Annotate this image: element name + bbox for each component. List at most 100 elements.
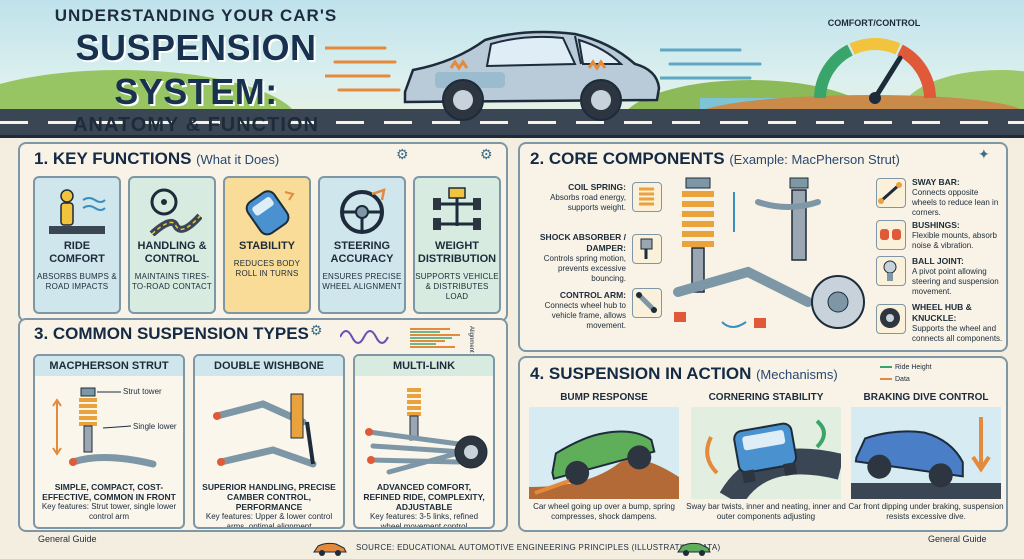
type-features: Key features: Upper & lower control arms…	[205, 512, 333, 529]
components-heading: 2. CORE COMPONENTS	[530, 149, 725, 168]
component-desc: Absorbs road energy, supports weight.	[550, 193, 626, 212]
component-name: SHOCK ABSORBER / DAMPER:	[539, 232, 626, 253]
action-legend: Ride Height Data	[880, 362, 932, 386]
component-desc: Supports the wheel and connects all comp…	[912, 324, 1003, 343]
car-tilt-icon	[245, 190, 295, 236]
component-name: SWAY BAR:	[912, 177, 960, 187]
gear-icon: ⚙	[310, 322, 323, 338]
cornering-illustration	[691, 407, 845, 507]
action-item-title: BUMP RESPONSE	[560, 392, 648, 403]
component-name: WHEEL HUB & KNUCKLE:	[912, 302, 972, 323]
left-footer-note: General Guide	[38, 534, 97, 544]
type-card-macpherson: MACPHERSON STRUT Strut tower Single lowe…	[33, 354, 185, 529]
type-name: DOUBLE WISHBONE	[195, 356, 343, 376]
steering-wheel-icon	[340, 188, 386, 234]
component-wheel-hub: WHEEL HUB & KNUCKLE: Supports the wheel …	[912, 302, 1004, 344]
type-name: MACPHERSON STRUT	[35, 356, 183, 376]
component-name: CONTROL ARM:	[559, 290, 626, 300]
road	[0, 109, 1024, 135]
component-coil-spring: COIL SPRING: Absorbs road energy, suppor…	[530, 182, 626, 213]
function-title: HANDLING & CONTROL	[137, 240, 207, 265]
action-braking-dive: BRAKING DIVE CONTROL Car front dipping u…	[848, 392, 1004, 526]
component-desc: Flexible mounts, absorb noise & vibratio…	[912, 231, 997, 250]
legend-item-ride-height: Ride Height	[880, 362, 932, 374]
title-line-3: ANATOMY & FUNCTION	[73, 114, 319, 136]
gauge-label: COMFORT/CONTROL	[827, 18, 921, 28]
macpherson-assembly-illustration	[673, 177, 865, 329]
type-name: MULTI-LINK	[355, 356, 493, 376]
compass-icon: ✦	[978, 146, 990, 162]
type-card-double-wishbone: DOUBLE WISHBONE SUPERIOR HANDLING, PRECI…	[193, 354, 345, 529]
coil-spring-icon	[632, 182, 662, 212]
component-sway-bar: SWAY BAR: Connects opposite wheels to re…	[912, 177, 1004, 218]
action-heading: 4. SUSPENSION IN ACTION	[530, 364, 752, 383]
wave-label: Alignment	[468, 326, 474, 353]
type-summary: SIMPLE, COMPACT, COST-EFFECTIVE, COMMON …	[42, 482, 176, 502]
sway-bar-icon	[876, 178, 906, 208]
braking-dive-illustration	[851, 407, 1001, 499]
type-features: Key features: 3-5 links, refined wheel m…	[369, 512, 479, 529]
header-banner: UNDERSTANDING YOUR CAR'S SUSPENSION SYST…	[0, 0, 1024, 138]
multi-link-icon	[365, 388, 488, 475]
function-desc: MAINTAINS TIRES-TO-ROAD CONTACT	[131, 272, 213, 291]
key-functions-heading: 1. KEY FUNCTIONS	[34, 149, 192, 168]
hero-car-icon	[403, 30, 661, 121]
wheel-hub-icon	[876, 304, 906, 334]
function-title: WEIGHT DISTRIBUTION	[417, 240, 497, 265]
single-lower-callout: Single lower	[133, 422, 177, 431]
double-wishbone-icon	[213, 393, 317, 468]
macpherson-strut-icon	[52, 387, 157, 468]
action-item-title: BRAKING DIVE CONTROL	[863, 392, 989, 403]
component-desc: A pivot point allowing steering and susp…	[912, 267, 999, 296]
component-name: BUSHINGS:	[912, 220, 960, 230]
type-summary: ADVANCED COMFORT, REFINED RIDE, COMPLEXI…	[363, 482, 485, 512]
type-card-multi-link: MULTI-LINK ADVANCED COMFORT, REFINED RID…	[353, 354, 495, 529]
components-panel	[518, 142, 1008, 352]
component-control-arm: CONTROL ARM: Connects wheel hub to vehic…	[530, 290, 626, 331]
function-card-steering: STEERING ACCURACY ENSURES PRECISE WHEEL …	[318, 176, 406, 314]
function-card-ride-comfort: RIDE COMFORT ABSORBS BUMPS & ROAD IMPACT…	[33, 176, 121, 314]
car-icon	[677, 542, 711, 556]
comfort-control-gauge	[814, 37, 936, 104]
component-desc: Connects opposite wheels to reduce lean …	[912, 188, 999, 217]
bump-response-illustration	[529, 407, 679, 499]
component-desc: Connects wheel hub to vehicle frame, all…	[544, 301, 626, 330]
component-shock-absorber: SHOCK ABSORBER / DAMPER: Controls spring…	[530, 232, 626, 284]
motion-lines	[325, 46, 401, 92]
type-features: Key features: Strut tower, single lower …	[41, 502, 177, 521]
function-card-weight: WEIGHT DISTRIBUTION SUPPORTS VEHICLE & D…	[413, 176, 501, 314]
type-description: SUPERIOR HANDLING, PRECISE CAMBER CONTRO…	[201, 482, 337, 529]
right-footer-note: General Guide	[928, 534, 987, 544]
legend-label: Data	[895, 376, 910, 383]
function-desc: REDUCES BODY ROLL IN TURNS	[233, 259, 301, 278]
title-line-2: SUSPENSION SYSTEM:	[75, 27, 317, 112]
steering-road-icon	[149, 188, 202, 236]
person-bumps-icon	[49, 189, 106, 234]
action-title: 4. SUSPENSION IN ACTION (Mechanisms)	[530, 364, 838, 384]
function-title: STEERING ACCURACY	[330, 240, 394, 265]
function-desc: ENSURES PRECISE WHEEL ALIGNMENT	[322, 272, 402, 291]
title-line-1: UNDERSTANDING YOUR CAR'S	[54, 6, 338, 25]
strut-tower-callout: Strut tower	[123, 387, 162, 396]
type-description: ADVANCED COMFORT, REFINED RIDE, COMPLEXI…	[361, 482, 487, 529]
type-summary: SUPERIOR HANDLING, PRECISE CAMBER CONTRO…	[202, 482, 336, 512]
function-desc: SUPPORTS VEHICLE & DISTRIBUTES LOAD	[415, 272, 499, 301]
type-description: SIMPLE, COMPACT, COST-EFFECTIVE, COMMON …	[41, 482, 177, 522]
function-card-stability: STABILITY REDUCES BODY ROLL IN TURNS	[223, 176, 311, 314]
action-subtitle: (Mechanisms)	[756, 367, 838, 382]
gear-icon: ⚙	[480, 146, 493, 162]
components-subtitle: (Example: MacPherson Strut)	[729, 152, 900, 167]
motion-lines-front	[660, 48, 762, 80]
car-icon	[313, 542, 347, 556]
function-title: RIDE COMFORT	[49, 240, 105, 265]
action-item-desc: Sway bar twists, inner and neating, inne…	[686, 502, 846, 521]
action-item-desc: Car front dipping under braking, suspens…	[848, 502, 1004, 521]
axle-weight-icon	[433, 187, 481, 230]
ball-joint-icon	[876, 256, 906, 286]
source-line: SOURCE: EDUCATIONAL AUTOMOTIVE ENGINEERI…	[356, 543, 721, 552]
function-title: STABILITY	[238, 240, 295, 252]
alignment-wave-chart	[340, 328, 460, 348]
function-card-handling: HANDLING & CONTROL MAINTAINS TIRES-TO-RO…	[128, 176, 216, 314]
action-cornering-stability: CORNERING STABILITY Sway bar twists, inn…	[686, 392, 846, 526]
action-bump-response: BUMP RESPONSE Car wheel going up over a …	[526, 392, 682, 526]
